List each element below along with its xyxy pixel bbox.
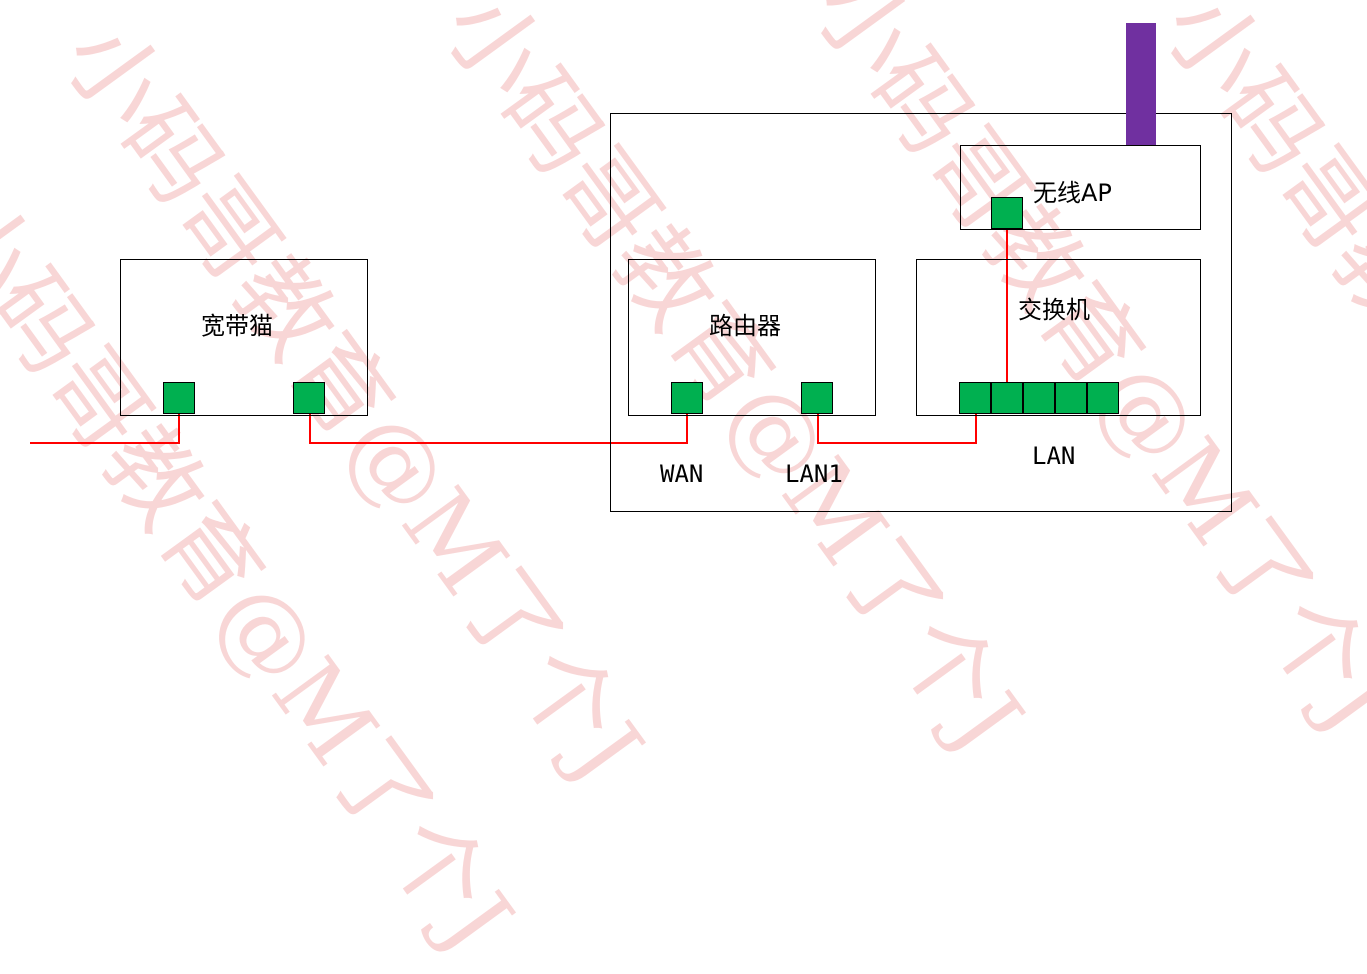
switch-label: 交换机 xyxy=(1018,296,1090,324)
switch-box[interactable] xyxy=(916,259,1201,416)
modem-box[interactable] xyxy=(120,259,368,416)
lan1-port-label: LAN1 xyxy=(785,460,843,488)
cables xyxy=(30,228,1008,444)
switch-lan-port[interactable] xyxy=(1023,382,1055,414)
switch-lan-port[interactable] xyxy=(1055,382,1087,414)
router-lan1-port[interactable] xyxy=(801,382,833,414)
modem-lan-port[interactable] xyxy=(293,382,325,414)
switch-lan-port[interactable] xyxy=(991,382,1023,414)
switch-port-row xyxy=(959,382,1119,414)
lan-port-label: LAN xyxy=(1032,442,1076,470)
wireless-ap-label: 无线AP xyxy=(1033,179,1112,207)
cable-incoming-line xyxy=(30,414,180,444)
router-box[interactable] xyxy=(628,259,876,416)
switch-lan-port[interactable] xyxy=(1087,382,1119,414)
modem-line-port[interactable] xyxy=(163,382,195,414)
switch-lan-port[interactable] xyxy=(959,382,991,414)
home-router-enclosure xyxy=(610,113,1232,512)
cable-router-lan1-to-switch xyxy=(817,414,977,444)
cable-layer xyxy=(30,228,1008,444)
wireless-ap-box[interactable] xyxy=(960,145,1201,230)
router-label: 路由器 xyxy=(709,312,781,340)
modem-label: 宽带猫 xyxy=(201,312,273,340)
wireless-ap-port[interactable] xyxy=(991,197,1023,229)
wan-port-label: WAN xyxy=(660,460,704,488)
cable-modem-to-router-wan xyxy=(309,414,688,444)
antenna xyxy=(1126,23,1156,145)
router-wan-port[interactable] xyxy=(671,382,703,414)
